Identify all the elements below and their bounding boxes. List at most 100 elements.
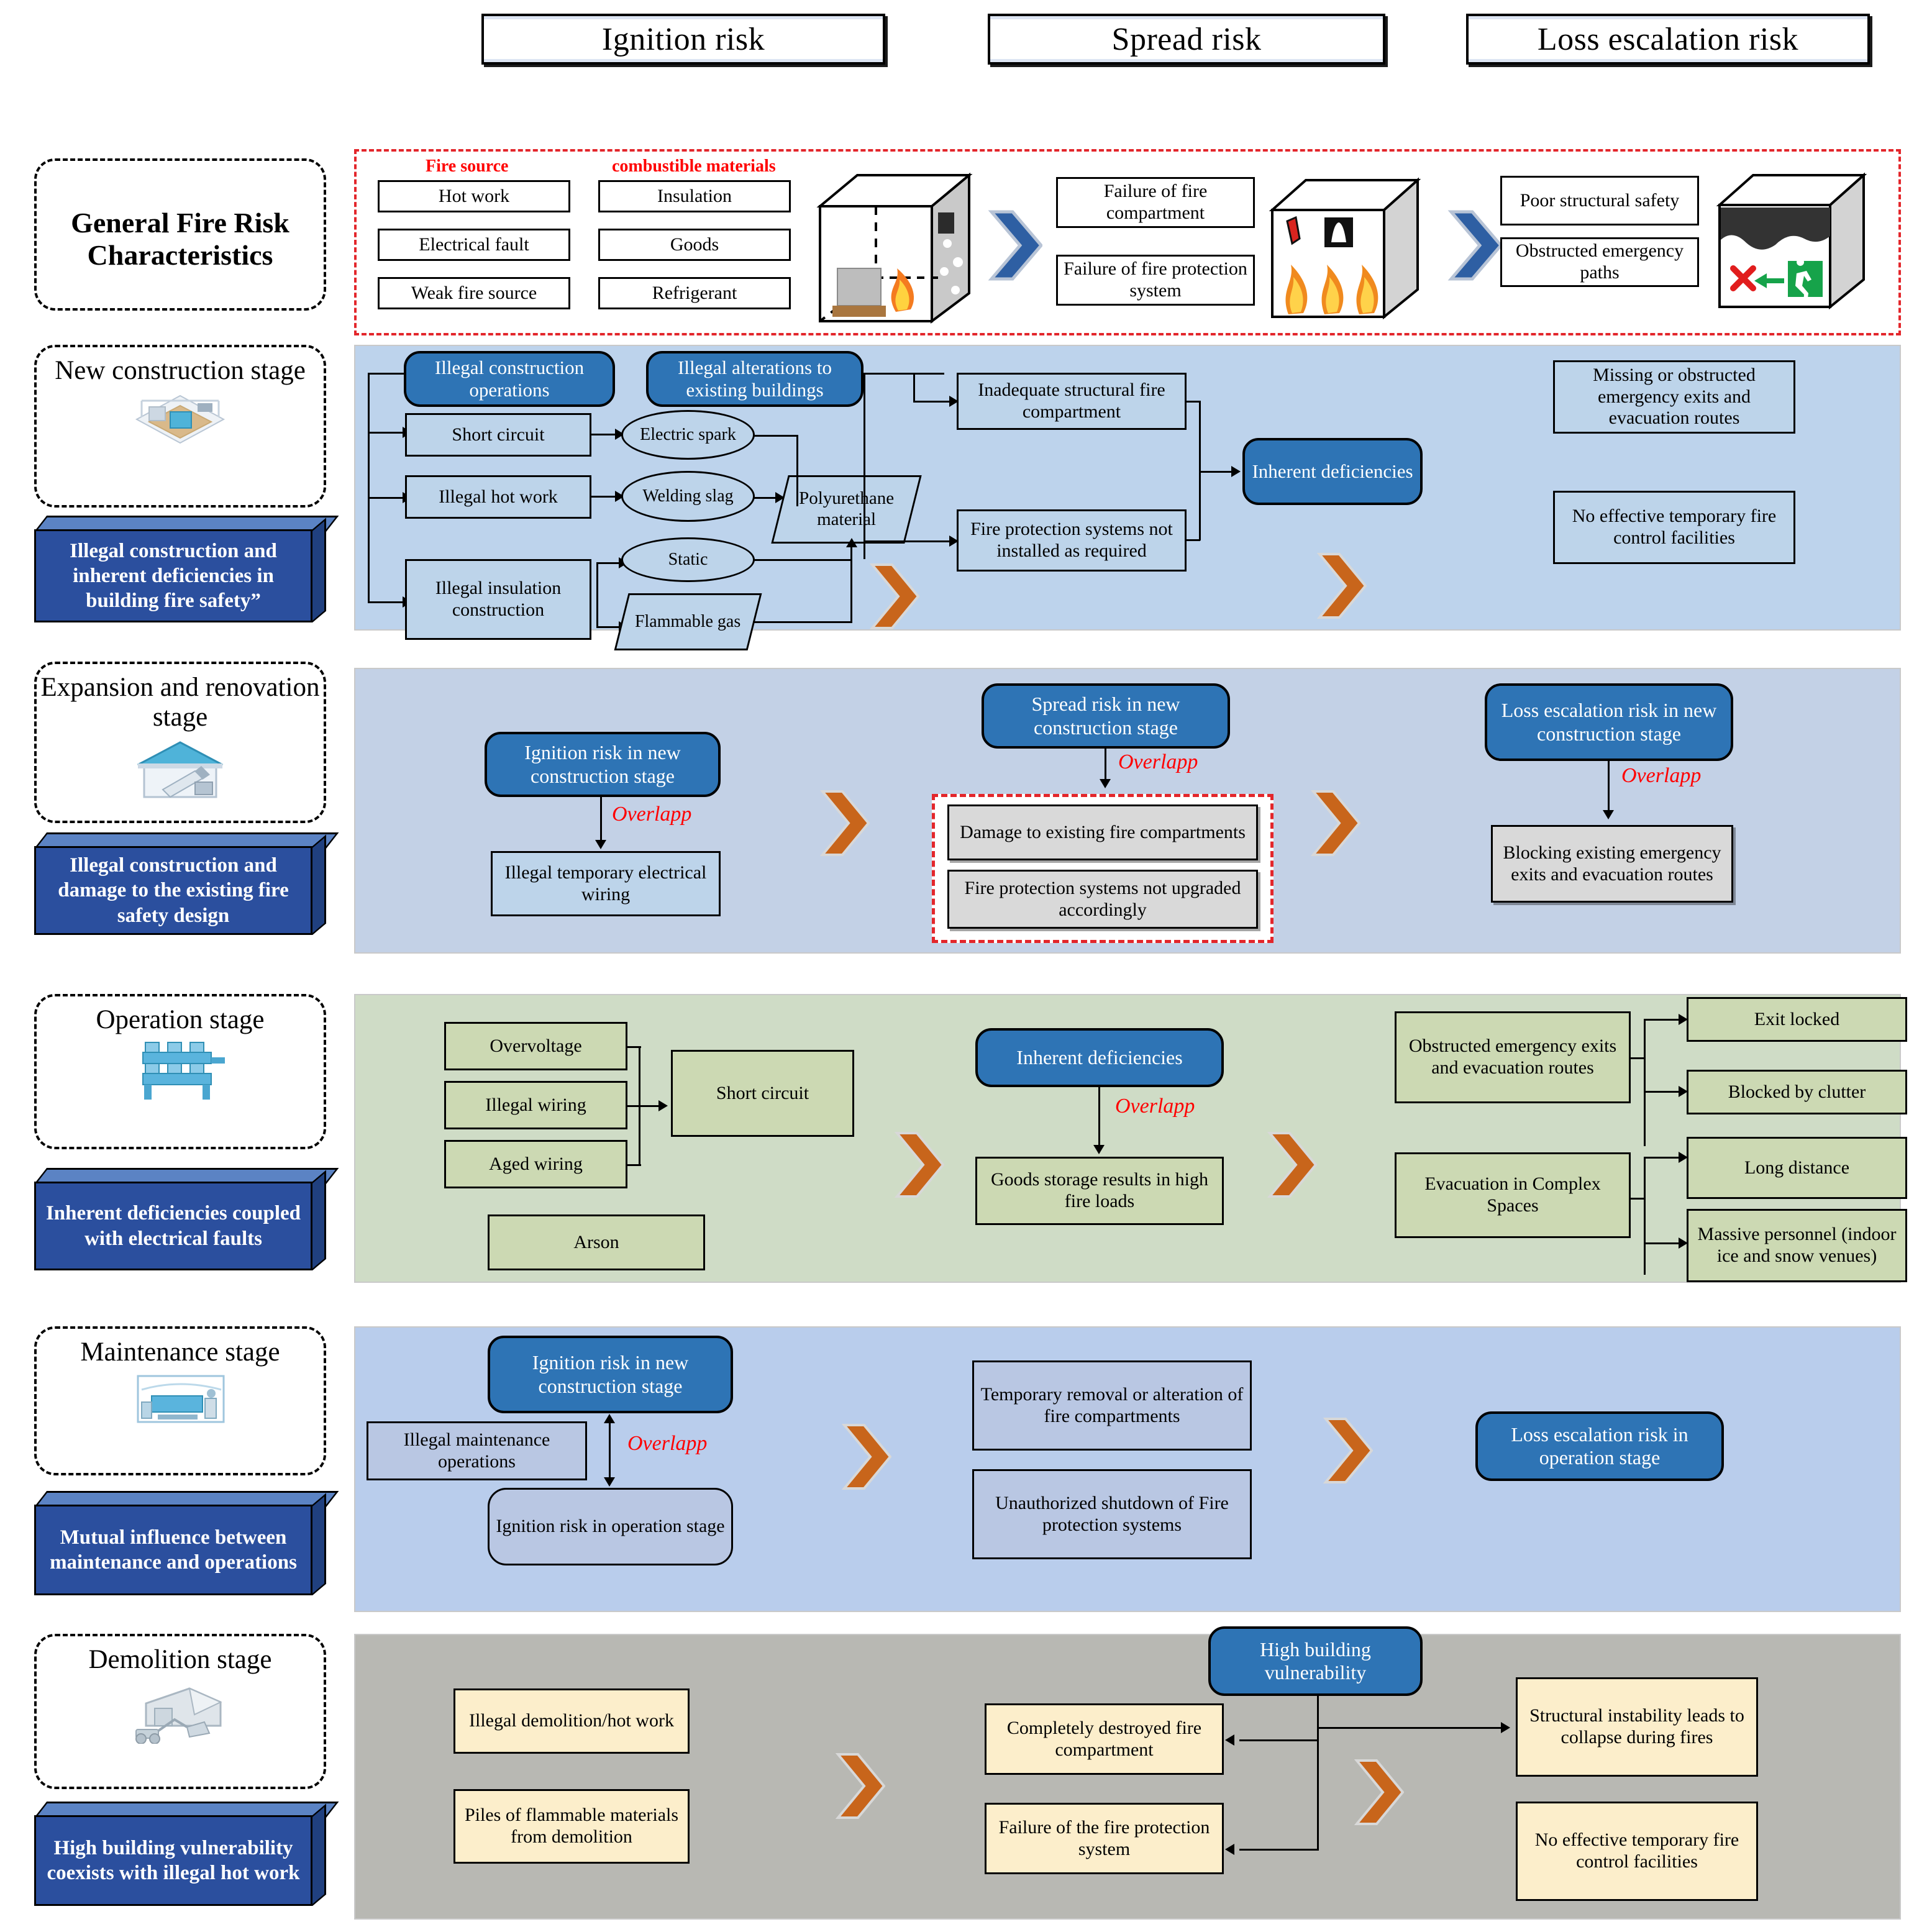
node-polyurethane-material: Polyurethane material [771, 475, 922, 544]
arrow [846, 538, 857, 547]
node-massive-personnel: Massive personnel (indoor ice and snow v… [1687, 1209, 1907, 1282]
column-header-label: Spread risk [1111, 21, 1262, 57]
node-goods: Goods [598, 229, 791, 261]
connector [913, 401, 950, 403]
connector [913, 373, 915, 401]
column-header-label: Ignition risk [601, 21, 765, 57]
flow-chevron-spread-to-loss [1267, 1131, 1317, 1199]
connector [596, 562, 621, 564]
node-failure-fire-compartment: Failure of fire compartment [1056, 177, 1255, 228]
node-welding-slag: Welding slag [621, 471, 755, 522]
connector [1644, 1157, 1681, 1159]
stage-title: Maintenance stage [80, 1337, 280, 1367]
column-header-ignition-risk: Ignition risk [481, 14, 885, 65]
stage-summary-label: Illegal construction and inherent defici… [34, 529, 312, 622]
node-piles-flammable-materials: Piles of flammable materials from demoli… [453, 1789, 690, 1864]
node-temporary-removal-compartments: Temporary removal or alteration of fire … [972, 1360, 1252, 1451]
plate-side [312, 834, 326, 935]
overlapp-label-ignition: Overlapp [612, 803, 692, 826]
node-aged-wiring: Aged wiring [444, 1140, 627, 1188]
connector [863, 540, 950, 542]
flow-chevron-ignition-to-spread [988, 208, 1042, 283]
arrow [1679, 1237, 1688, 1249]
column-header-spread-risk: Spread risk [988, 14, 1385, 65]
connector [368, 601, 405, 603]
stage-summary-demolition: High building vulnerability coexists wit… [34, 1802, 339, 1906]
flow-chevron-ignition-to-spread [820, 789, 870, 857]
connector [1098, 1087, 1100, 1149]
arrow [1225, 1844, 1234, 1855]
node-label: Flammable gas [635, 611, 741, 631]
connector [1187, 401, 1200, 403]
loss-cube-illustration [1715, 169, 1870, 315]
connector [753, 621, 852, 623]
node-inherent-deficiencies-operation: Inherent deficiencies [975, 1028, 1224, 1087]
plate-side [312, 1170, 326, 1270]
node-hot-work: Hot work [378, 180, 570, 212]
node-blocked-by-clutter: Blocked by clutter [1687, 1070, 1907, 1114]
flow-chevron-spread-to-loss [1447, 208, 1502, 283]
node-missing-obstructed-exits: Missing or obstructed emergency exits an… [1553, 360, 1795, 434]
connector [1644, 1157, 1646, 1275]
connector [1631, 1198, 1646, 1200]
label-combustible-materials: combustible materials [612, 157, 776, 176]
connector [368, 497, 405, 499]
arrow [1679, 1152, 1688, 1163]
connector [627, 1046, 641, 1048]
node-arson: Arson [488, 1214, 705, 1270]
connector [591, 434, 617, 435]
stage-card-new-construction: New construction stage [34, 345, 326, 508]
connector [863, 373, 944, 375]
flow-chevron-spread-to-loss [1354, 1758, 1404, 1826]
connector [1631, 1057, 1646, 1059]
arrow [1093, 1145, 1105, 1154]
connector [796, 435, 798, 506]
node-structural-instability-collapse: Structural instability leads to collapse… [1516, 1677, 1758, 1777]
arrow [1231, 466, 1241, 477]
connector [1239, 1739, 1319, 1741]
maintenance-hall-icon [129, 1371, 232, 1436]
overlapp-label-maintenance: Overlapp [627, 1432, 708, 1455]
node-illegal-hot-work: Illegal hot work [405, 475, 591, 519]
stage-card-demolition: Demolition stage [34, 1634, 326, 1789]
flow-chevron-spread-to-loss [1311, 789, 1360, 857]
connector [1239, 1849, 1319, 1851]
arrow [604, 1477, 615, 1487]
node-illegal-construction-operations: Illegal construction operations [404, 351, 615, 407]
flow-chevron-ignition-to-spread [870, 562, 919, 631]
connector [1187, 539, 1200, 541]
node-illegal-maintenance-operations: Illegal maintenance operations [367, 1421, 587, 1480]
stage-title: Expansion and renovation stage [40, 673, 320, 732]
node-evacuation-complex-spaces: Evacuation in Complex Spaces [1395, 1152, 1631, 1238]
node-inherent-deficiencies: Inherent deficiencies [1242, 438, 1423, 505]
connector [627, 1164, 641, 1166]
node-illegal-temporary-wiring: Illegal temporary electrical wiring [491, 851, 721, 916]
connector [596, 562, 598, 627]
node-static: Static [621, 537, 755, 582]
flow-chevron-spread-to-loss [1317, 552, 1367, 620]
connector [600, 797, 602, 845]
node-illegal-alterations: Illegal alterations to existing building… [646, 351, 863, 407]
stage-title: General Fire Risk Characteristics [71, 206, 289, 271]
node-illegal-insulation-construction: Illegal insulation construction [405, 559, 591, 640]
node-goods-storage-high-fire-loads: Goods storage results in high fire loads [975, 1157, 1224, 1225]
node-ignition-risk-new-construction: Ignition risk in new construction stage [485, 732, 721, 797]
node-blocking-existing-exits: Blocking existing emergency exits and ev… [1491, 825, 1733, 903]
factory-machine-icon [130, 1039, 230, 1107]
stage-card-expansion-renovation: Expansion and renovation stage [34, 662, 326, 823]
node-flammable-gas: Flammable gas [614, 593, 762, 650]
arrow [775, 492, 785, 503]
arrow [1225, 1734, 1234, 1746]
connector [609, 1423, 611, 1482]
arrow [1100, 779, 1111, 788]
stage-card-general: General Fire Risk Characteristics [34, 158, 326, 311]
construction-site-icon [130, 390, 230, 467]
node-exit-locked: Exit locked [1687, 997, 1907, 1042]
node-damage-existing-compartments: Damage to existing fire compartments [947, 804, 1258, 860]
arrow [949, 396, 959, 407]
node-loss-escalation-risk-new-construction: Loss escalation risk in new construction… [1485, 683, 1733, 761]
renovation-house-icon [130, 736, 230, 808]
spread-cube-illustration [1267, 173, 1423, 325]
node-ignition-risk-new-construction-maint: Ignition risk in new construction stage [488, 1336, 733, 1413]
connector [1199, 471, 1233, 473]
